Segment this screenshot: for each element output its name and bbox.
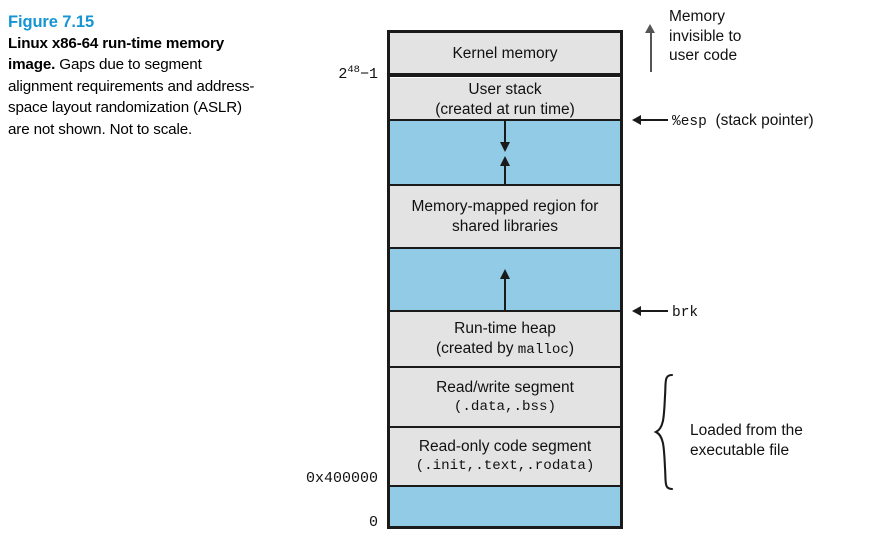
segment-read-write-line1: Read/write segment (436, 378, 574, 396)
figure-number: Figure 7.15 (8, 13, 95, 31)
heap-grow-up-shaft (504, 278, 506, 310)
address-label-0x400000: 0x400000 (305, 470, 378, 487)
segment-run-time-heap-line1: Run-time heap (454, 319, 556, 337)
address-label-zero: 0 (368, 514, 378, 531)
addr-exponent: 48 (347, 64, 360, 76)
figure-caption-text: Linux x86-64 run-time memory image. Gaps… (8, 33, 258, 140)
heap-line2-prefix: (created by (435, 339, 518, 357)
segment-kernel-memory-line1: Kernel memory (452, 44, 558, 62)
segment-read-write: Read/write segment (.data,.bss) (387, 367, 623, 427)
figure-caption: Figure 7.15 Linux x86-64 run-time memory… (8, 12, 258, 140)
segment-low-reserved-region (387, 486, 623, 528)
stack-grow-down-shaft (504, 121, 506, 145)
segment-run-time-heap: Run-time heap (created by malloc) (387, 311, 623, 367)
annotation-stack-pointer-text: (stack pointer) (715, 112, 814, 129)
annotation-brk: brk (672, 302, 698, 324)
addr-base: 2 (338, 66, 348, 83)
addr-suffix: −1 (359, 66, 378, 83)
segment-read-only-code-sections: (.init,.text,.rodata) (415, 458, 595, 474)
annotation-memory-invisible-line1: Memory (669, 8, 725, 25)
divider-gap-mmap (387, 184, 623, 186)
memory-layout-outline (387, 30, 623, 529)
figure-caption-body: Gaps due to segment alignment requiremen… (8, 56, 255, 138)
annotation-memory-invisible: Memory invisible to user code (669, 7, 741, 66)
divider-roseg-low (387, 485, 623, 487)
segment-user-stack-line1: User stack (468, 80, 542, 98)
annotation-memory-invisible-line3: user code (669, 47, 738, 64)
esp-pointer-arrow-icon (632, 113, 668, 127)
loaded-from-brace-icon (653, 373, 674, 491)
brk-pointer-arrow-icon (632, 304, 668, 318)
annotation-loaded-from-line1: Loaded from the (690, 422, 803, 439)
heap-malloc-token: malloc (517, 341, 569, 358)
address-label-2-48-minus-1: 248−1 (250, 64, 378, 83)
divider-kernel-userstack (387, 73, 623, 77)
heap-grow-up-arrow-icon (499, 269, 510, 279)
annotation-loaded-from-executable: Loaded from the executable file (690, 421, 803, 460)
divider-rwseg-roseg (387, 426, 623, 428)
annotation-stack-pointer: %esp (stack pointer) (672, 111, 814, 133)
segment-run-time-heap-line2: (created by malloc) (436, 339, 574, 360)
segment-kernel-memory: Kernel memory (387, 32, 623, 74)
segment-user-stack-line2: (created at run time) (435, 100, 575, 118)
segment-memory-mapped-region: Memory-mapped region for shared librarie… (387, 185, 623, 248)
annotation-esp-token: %esp (672, 114, 707, 130)
segment-memory-mapped-region-line1: Memory-mapped region for (411, 198, 599, 215)
segment-read-write-sections: (.data,.bss) (453, 398, 557, 415)
segment-user-stack: User stack (created at run time) (387, 78, 623, 120)
annotation-memory-invisible-line2: invisible to (669, 27, 742, 45)
annotation-brk-token: brk (672, 305, 699, 321)
heap-line2-suffix: ) (568, 339, 575, 357)
divider-mmap-gap (387, 247, 623, 249)
segment-read-only-code: Read-only code segment (.init,.text,.rod… (387, 427, 623, 486)
mmap-grow-up-arrow-icon (499, 156, 510, 166)
stack-grow-down-arrow-icon (499, 142, 510, 152)
annotation-loaded-from-line2: executable file (690, 441, 790, 459)
segment-read-only-code-line1: Read-only code segment (418, 438, 592, 455)
kernel-memory-extent-arrow-icon (645, 24, 656, 72)
segment-memory-mapped-region-line2: shared libraries (452, 218, 558, 235)
mmap-grow-up-shaft (504, 165, 506, 184)
figure-caption-title: Linux x86-64 run-time memory image. (8, 35, 225, 74)
divider-gap-heap (387, 310, 623, 312)
divider-userstack-gap (387, 119, 623, 121)
divider-heap-rwseg (387, 366, 623, 368)
